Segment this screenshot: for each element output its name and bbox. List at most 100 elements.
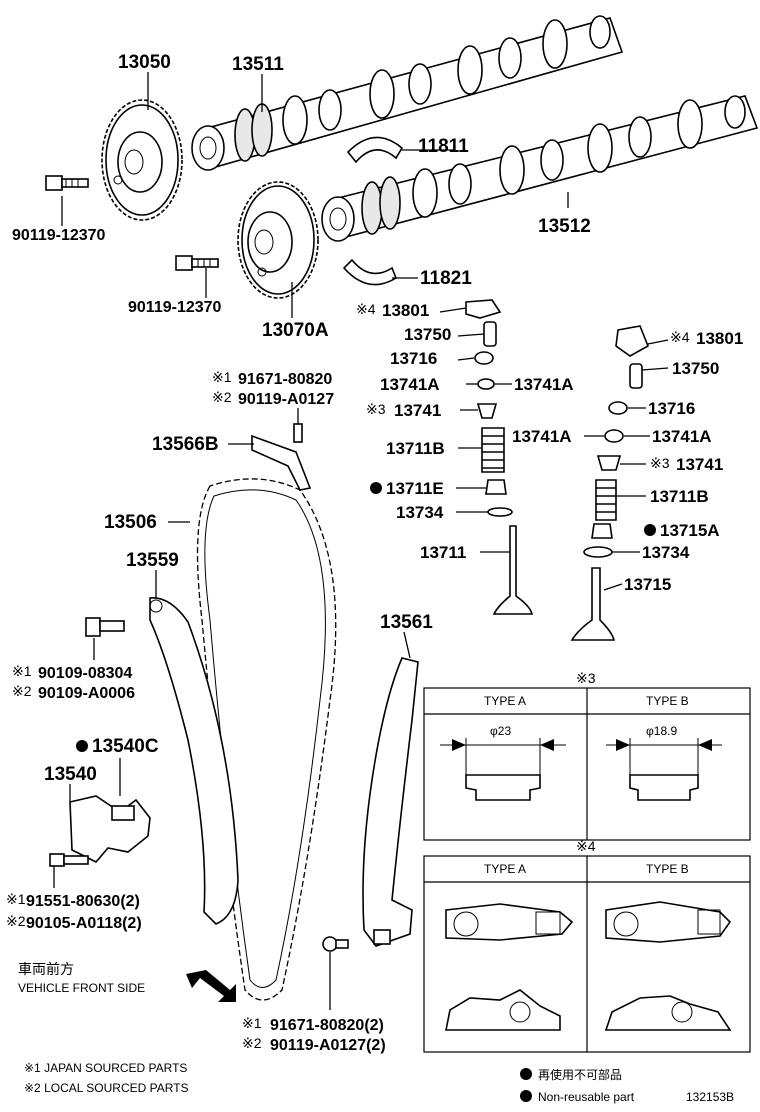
mark-4-a: ※4 xyxy=(356,301,376,317)
camshaft-13511 xyxy=(191,15,624,171)
label-13540C: 13540C xyxy=(92,736,159,757)
mark-2-c: ※2 xyxy=(6,913,26,929)
mark-1-a: ※1 xyxy=(212,369,232,385)
label-13741A-3: 13741A xyxy=(512,427,572,446)
key-13741A-b xyxy=(604,429,624,443)
nonreusable-dot-13711E xyxy=(370,482,382,494)
label-13734-b: 13734 xyxy=(642,543,690,562)
label-90119-12370-a: 90119-12370 xyxy=(12,227,106,244)
chain-guide-13566B xyxy=(251,434,312,491)
chain-guide-13561 xyxy=(362,657,419,947)
label-13741-b: 13741 xyxy=(676,455,723,474)
table-type-3: ※3 TYPE A TYPE B φ23 φ18.9 xyxy=(423,670,751,841)
label-13716-b: 13716 xyxy=(648,399,695,418)
valve-13715 xyxy=(570,567,616,641)
cap-13716-a xyxy=(474,351,494,365)
label-90119-A0127-2: 90119-A0127(2) xyxy=(270,1037,386,1054)
label-13711B-a: 13711B xyxy=(386,439,445,458)
spring-13711B-a xyxy=(481,427,505,473)
direction-jp: 車両前方 xyxy=(18,961,74,977)
label-13511: 13511 xyxy=(232,54,284,75)
label-13050: 13050 xyxy=(118,52,171,73)
mark-2-b: ※2 xyxy=(12,683,32,699)
label-13741A-2: 13741A xyxy=(514,375,574,394)
bolt-90119-12370-b xyxy=(175,255,219,271)
label-13741A-4: 13741A xyxy=(652,427,712,446)
retainer-13741-b xyxy=(596,455,622,471)
label-13559: 13559 xyxy=(126,550,179,571)
legend-nonreusable-en: Non-reusable part xyxy=(538,1090,635,1104)
label-13566B: 13566B xyxy=(152,434,219,455)
tensioner-arm-13559 xyxy=(149,597,239,925)
table4-type-b: TYPE B xyxy=(646,862,689,876)
rocker-arm-13801-a xyxy=(465,299,502,319)
figure-id: 132153B xyxy=(686,1090,734,1104)
legend-japan-sourced: ※1 JAPAN SOURCED PARTS xyxy=(24,1061,187,1075)
washer-13734-a xyxy=(487,507,513,517)
label-13750-b: 13750 xyxy=(672,359,719,378)
seal-13715A xyxy=(591,523,613,539)
mark-2-d: ※2 xyxy=(242,1035,262,1051)
bearing-11811 xyxy=(346,136,404,164)
label-11811: 11811 xyxy=(418,136,469,157)
table3-type-a: TYPE A xyxy=(484,694,526,708)
direction-en: VEHICLE FRONT SIDE xyxy=(18,981,145,995)
mark-3-a: ※3 xyxy=(366,401,386,417)
table3-dim-a: φ23 xyxy=(490,724,511,738)
leader-lines xyxy=(53,72,669,1010)
label-91551-80630: 91551-80630(2) xyxy=(26,893,140,910)
cap-13716-b xyxy=(608,401,628,415)
label-13734-a: 13734 xyxy=(396,503,444,522)
label-13801-a: 13801 xyxy=(382,301,429,320)
bolt-91551 xyxy=(49,853,89,867)
valve-13711 xyxy=(492,525,534,615)
mark-2-a: ※2 xyxy=(212,389,232,405)
legend-nonreusable-jp: 再使用不可部品 xyxy=(538,1067,622,1082)
label-13741-a: 13741 xyxy=(394,401,441,420)
label-11821: 11821 xyxy=(420,268,472,289)
table-type-4: ※4 TYPE A TYPE B xyxy=(423,838,751,1053)
label-90109-A0006: 90109-A0006 xyxy=(38,685,135,702)
label-13715A: 13715A xyxy=(660,521,720,540)
label-13506: 13506 xyxy=(104,512,157,533)
mark-1-b: ※1 xyxy=(12,663,32,679)
label-13750-a: 13750 xyxy=(404,325,451,344)
bolt-guide-13566B xyxy=(293,423,303,443)
label-13711B-b: 13711B xyxy=(650,487,709,506)
label-13801-b: 13801 xyxy=(696,329,743,348)
label-13715: 13715 xyxy=(624,575,671,594)
label-13711: 13711 xyxy=(420,543,466,562)
table4-type-a: TYPE A xyxy=(484,862,526,876)
spring-13711B-b xyxy=(595,479,617,521)
lash-adjuster-13750-a xyxy=(483,321,497,347)
label-91671-80820-2: 91671-80820(2) xyxy=(270,1017,384,1034)
camshaft-13512 xyxy=(321,95,759,242)
label-13561: 13561 xyxy=(380,612,433,633)
bolt-90109 xyxy=(85,617,125,637)
chain-tensioner-13540 xyxy=(69,795,151,863)
nonreusable-dot-13540C xyxy=(76,740,88,752)
label-90105-A0118: 90105-A0118(2) xyxy=(26,915,142,932)
legend-dot-jp xyxy=(520,1068,532,1080)
label-91671-80820: 91671-80820 xyxy=(238,371,332,388)
washer-13734-b xyxy=(583,546,613,558)
lash-adjuster-13750-b xyxy=(629,363,643,389)
retainer-13741-a xyxy=(476,403,498,419)
label-90119-12370-b: 90119-12370 xyxy=(128,299,222,316)
table4-mark: ※4 xyxy=(576,838,596,854)
mark-3-b: ※3 xyxy=(650,455,670,471)
table3-dim-b: φ18.9 xyxy=(646,724,677,738)
label-13512: 13512 xyxy=(538,216,591,237)
label-13070A: 13070A xyxy=(262,320,329,341)
legend-local-sourced: ※2 LOCAL SOURCED PARTS xyxy=(24,1081,189,1095)
nonreusable-dot-13715A xyxy=(644,524,656,536)
label-90109-08304: 90109-08304 xyxy=(38,665,132,682)
sprocket-13050 xyxy=(101,99,183,221)
mark-1-c: ※1 xyxy=(6,891,26,907)
rocker-arm-13801-b xyxy=(615,325,650,357)
bearing-11821 xyxy=(342,258,397,286)
label-13716-a: 13716 xyxy=(390,349,437,368)
key-13741A-a xyxy=(477,378,495,390)
bolt-90119-12370-a xyxy=(45,175,89,191)
legend-dot-en xyxy=(520,1090,532,1102)
